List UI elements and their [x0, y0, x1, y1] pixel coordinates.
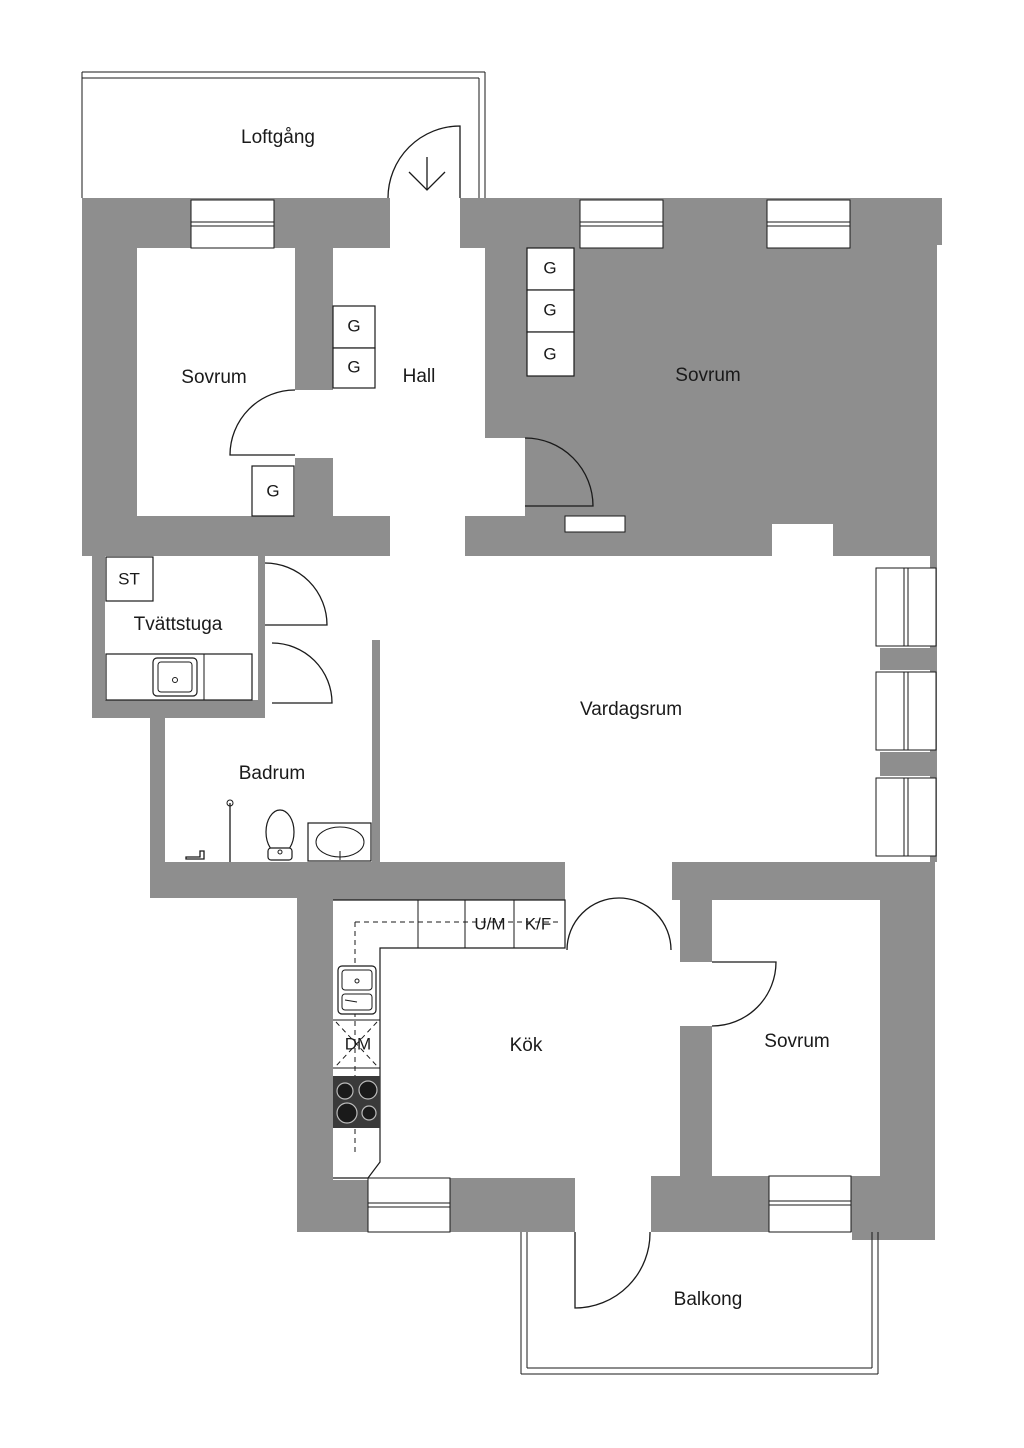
window-se-bedroom [768, 1175, 852, 1233]
room-label-sovrum-se: Sovrum [764, 1031, 829, 1052]
room-labels: Loftgång Sovrum Hall Sovrum Tvättstuga V… [134, 127, 830, 1310]
wardrobe-label: G [543, 344, 556, 363]
walls [82, 198, 942, 1240]
window-nw-bedroom [190, 199, 275, 249]
laundry-fixtures: ST [105, 556, 253, 701]
window-kitchen [367, 1177, 451, 1233]
toilet-icon [265, 809, 295, 861]
fridge-freezer-label: K/F [525, 914, 551, 933]
shower-icon [185, 799, 234, 862]
ne-bedroom-east-wall [880, 245, 937, 520]
wardrobe-label: G [347, 316, 360, 335]
dishwasher: DM [335, 1021, 378, 1067]
north-wing-walls [82, 198, 390, 556]
entrance-door [387, 125, 461, 199]
room-label-vardagsrum: Vardagsrum [580, 699, 682, 720]
windows [190, 199, 937, 1233]
west-wing-walls [92, 556, 565, 1232]
wardrobe-label: G [543, 300, 556, 319]
wardrobe-ne-3 [526, 331, 575, 377]
window-ne-bedroom-1 [579, 199, 664, 249]
window-living-1 [875, 567, 937, 647]
room-label-tvattstuga: Tvättstuga [134, 614, 223, 635]
oven-microwave-label: U/M [474, 914, 505, 933]
dishwasher-label: DM [345, 1034, 371, 1053]
room-label-kok: Kök [510, 1035, 543, 1056]
door-laundry [264, 562, 328, 626]
loftgang-outline [81, 71, 486, 198]
washbasin-icon [307, 822, 372, 862]
room-label-sovrum-ne: Sovrum [675, 365, 740, 386]
kitchen-south-wall [450, 1178, 575, 1232]
vent-ne-bedroom [564, 515, 626, 533]
door-nw-bedroom [229, 389, 296, 456]
room-label-loftgang: Loftgång [241, 127, 315, 148]
door-balcony [574, 1231, 651, 1309]
wardrobe-label: G [266, 481, 279, 500]
wardrobe-label: G [543, 258, 556, 277]
window-living-3 [875, 777, 937, 857]
doors [229, 125, 777, 1309]
living-east-pier-2 [880, 752, 937, 776]
wardrobe-ne-1 [526, 247, 575, 291]
kitchen-sink-icon [337, 965, 377, 1015]
wardrobe-ne-2 [526, 289, 575, 333]
hall-divider-wall [295, 458, 333, 518]
window-ne-bedroom-2 [766, 199, 851, 249]
room-label-balkong: Balkong [674, 1289, 743, 1310]
storage-cabinet [105, 556, 154, 602]
south-east-walls [651, 862, 935, 1240]
door-bathroom [271, 642, 333, 704]
stove-icon [333, 1076, 380, 1128]
room-label-badrum: Badrum [239, 763, 306, 784]
balkong-outline [520, 1232, 879, 1375]
living-east-pier-1 [880, 648, 937, 670]
door-ne-bedroom [524, 437, 594, 507]
kitchen-fixtures: U/M K/F DM [333, 899, 566, 1179]
wardrobe-label: G [347, 357, 360, 376]
storage-label: ST [118, 569, 140, 588]
door-kitchen-double [566, 897, 672, 951]
kitchen-counter [333, 899, 566, 1179]
bathroom-fixtures [185, 799, 372, 862]
room-label-sovrum-nw: Sovrum [181, 367, 246, 388]
wardrobe-hall-2 [332, 347, 376, 389]
wardrobe-nw-bedroom [251, 465, 295, 517]
wardrobes: G G G G G G [251, 247, 575, 517]
window-living-2 [875, 671, 937, 751]
door-se-bedroom [711, 961, 777, 1027]
room-label-hall: Hall [403, 366, 436, 387]
